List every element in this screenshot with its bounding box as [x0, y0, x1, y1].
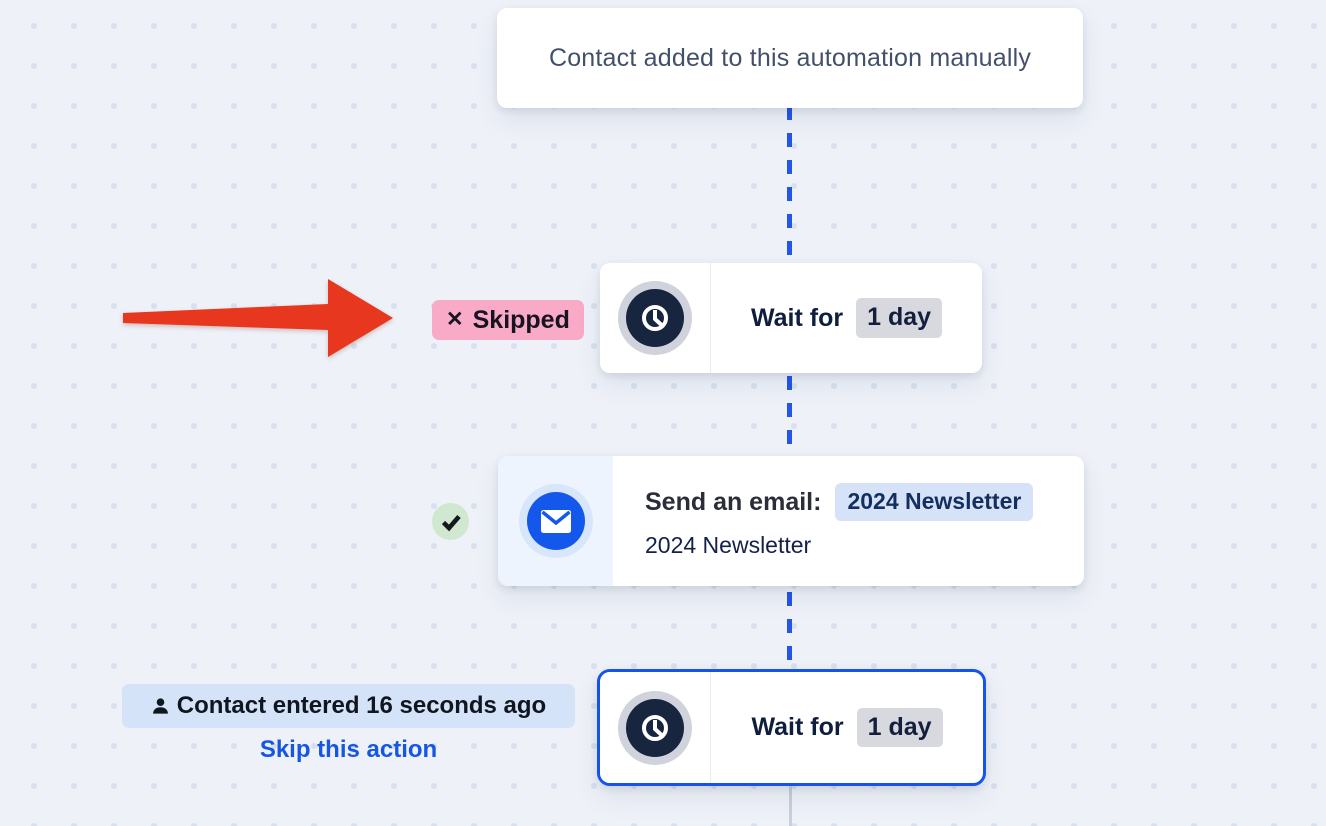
contact-entered-label: Contact entered 16 seconds ago [176, 692, 547, 719]
email-step-title: Send an email: [645, 487, 822, 516]
skipped-label: Skipped [472, 305, 570, 334]
check-icon [441, 514, 461, 531]
completed-status-indicator [432, 503, 469, 540]
wait-step-1-duration-chip[interactable]: 1 day [856, 298, 943, 338]
wait-icon-ring [618, 281, 692, 355]
wait-step-2-duration-chip[interactable]: 1 day [856, 707, 943, 748]
person-icon [152, 697, 168, 714]
wait-step-card-2[interactable]: Wait for 1 day [597, 669, 986, 786]
wait-step-1-icon-panel [600, 263, 711, 373]
email-step-title-row: Send an email: 2024 Newsletter [645, 483, 1084, 521]
email-step-subtitle: 2024 Newsletter [645, 531, 812, 558]
wait-icon-circle [626, 289, 684, 347]
contact-entered-badge: Contact entered 16 seconds ago [122, 684, 575, 728]
flow-connector-gray [789, 786, 792, 826]
skipped-status-badge: ✕ Skipped [432, 300, 584, 340]
trigger-card[interactable]: Contact added to this automation manuall… [497, 8, 1083, 108]
clock-icon [642, 305, 668, 331]
email-name-chip[interactable]: 2024 Newsletter [835, 483, 1034, 521]
annotation-arrow-icon [123, 279, 393, 357]
clock-icon [642, 714, 668, 741]
trigger-label: Contact added to this automation manuall… [548, 43, 1032, 72]
x-icon: ✕ [446, 307, 464, 331]
wait-step-1-title: Wait for [750, 303, 844, 332]
email-step-card[interactable]: Send an email: 2024 Newsletter 2024 News… [498, 456, 1084, 586]
wait-step-card-1[interactable]: Wait for 1 day [600, 263, 982, 373]
wait-step-2-title: Wait for [751, 713, 844, 741]
wait-icon-ring [618, 690, 692, 765]
email-icon [540, 509, 571, 533]
skip-action-link[interactable]: Skip this action [259, 736, 438, 763]
wait-step-2-icon-panel [600, 672, 711, 783]
email-step-icon-panel [498, 456, 613, 586]
email-step-body: Send an email: 2024 Newsletter 2024 News… [613, 456, 1084, 586]
wait-step-1-body: Wait for 1 day [711, 263, 982, 373]
email-icon-circle [526, 492, 585, 550]
flow-connector-dashed [787, 106, 792, 672]
email-icon-ring [518, 484, 593, 558]
wait-icon-circle [626, 698, 684, 757]
wait-step-2-body: Wait for 1 day [711, 672, 983, 783]
